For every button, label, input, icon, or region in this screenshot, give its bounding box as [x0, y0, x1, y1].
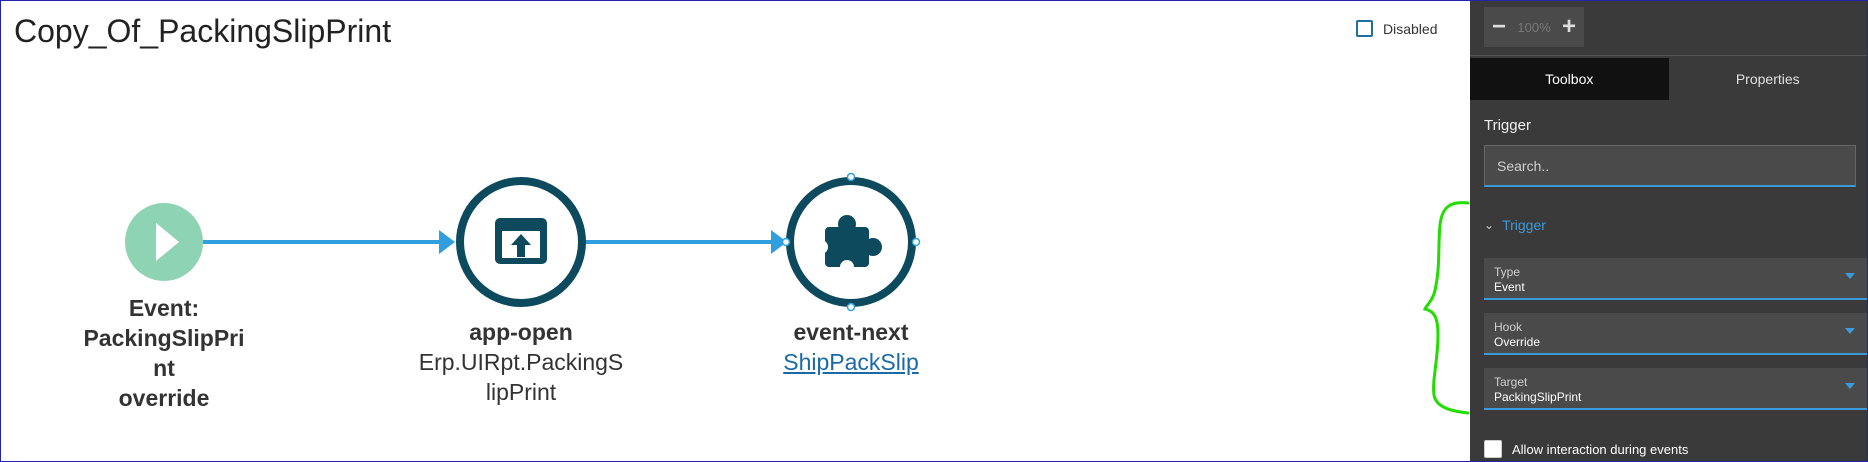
zoom-control: − 100% + — [1484, 7, 1584, 47]
puzzle-icon — [814, 215, 882, 274]
caret-down-icon — [1845, 383, 1855, 389]
field-value: Event — [1494, 280, 1525, 294]
trigger-group-header[interactable]: ⌄ Trigger — [1484, 217, 1546, 233]
annotation-brace-shape — [1422, 201, 1470, 415]
type-dropdown[interactable]: Type Event — [1484, 258, 1867, 300]
event-next-node[interactable] — [781, 172, 921, 312]
field-label: Type — [1494, 265, 1521, 279]
connection-handle[interactable] — [911, 237, 921, 247]
ship-pack-slip-link[interactable]: ShipPackSlip — [783, 349, 919, 375]
field-value: PackingSlipPrint — [1494, 390, 1582, 404]
target-dropdown[interactable]: Target PackingSlipPrint — [1484, 368, 1867, 410]
caret-down-icon — [1845, 273, 1855, 279]
zoom-level: 100% — [1517, 19, 1551, 35]
section-title: Trigger — [1484, 117, 1531, 134]
disabled-checkbox[interactable] — [1356, 20, 1373, 37]
node-subtitle: override — [118, 385, 210, 411]
start-node-label: Event: PackingSlipPri nt override — [64, 293, 264, 413]
app-open-icon — [495, 218, 547, 264]
zoom-in-button[interactable]: + — [1561, 13, 1576, 40]
workflow-canvas[interactable]: Copy_Of_PackingSlipPrint Disabled — [1, 1, 1469, 461]
tab-properties[interactable]: Properties — [1668, 58, 1867, 100]
divider — [1470, 55, 1867, 56]
connector-arrowhead — [439, 230, 455, 254]
start-node[interactable] — [125, 203, 203, 281]
hook-dropdown[interactable]: Hook Override — [1484, 313, 1867, 355]
caret-down-icon — [1845, 328, 1855, 334]
node-title: Event: — [128, 295, 200, 321]
node-subtitle: PackingSlipPri — [83, 325, 245, 351]
page-title: Copy_Of_PackingSlipPrint — [14, 13, 392, 49]
disabled-label: Disabled — [1383, 20, 1438, 37]
connector-arrowhead — [771, 230, 787, 254]
allow-interaction-label: Allow interaction during events — [1512, 441, 1689, 457]
connection-handle[interactable] — [846, 172, 856, 182]
node-title: app-open — [469, 319, 573, 345]
zoom-out-button[interactable]: − — [1492, 13, 1507, 40]
chevron-down-icon: ⌄ — [1484, 218, 1495, 232]
app-open-node[interactable] — [456, 177, 586, 307]
app-open-node-label: app-open Erp.UIRpt.PackingS lipPrint — [401, 317, 641, 407]
allow-interaction-toggle[interactable]: Allow interaction during events — [1484, 440, 1688, 458]
connection-handle[interactable] — [781, 237, 791, 247]
panel-tabs: Toolbox Properties — [1470, 58, 1867, 100]
connection-handle[interactable] — [846, 302, 856, 312]
allow-interaction-checkbox[interactable] — [1484, 440, 1502, 458]
node-subtitle: Erp.UIRpt.PackingS — [418, 349, 624, 375]
field-label: Target — [1494, 375, 1528, 389]
play-icon — [156, 223, 179, 261]
trigger-group-label: Trigger — [1502, 217, 1546, 233]
node-subtitle: lipPrint — [485, 379, 557, 405]
node-title: event-next — [793, 319, 909, 345]
node-subtitle: nt — [153, 355, 175, 381]
tab-toolbox[interactable]: Toolbox — [1470, 58, 1669, 100]
annotation-bracket — [1422, 201, 1470, 415]
disabled-toggle[interactable]: Disabled — [1356, 20, 1437, 37]
field-label: Hook — [1494, 320, 1523, 334]
properties-panel: − 100% + Toolbox Properties Trigger ⌄ Tr… — [1470, 1, 1867, 461]
flow-diagram — [125, 172, 921, 312]
search-input[interactable] — [1484, 145, 1856, 187]
event-next-node-label: event-next ShipPackSlip — [741, 317, 961, 377]
field-value: Override — [1494, 335, 1541, 349]
